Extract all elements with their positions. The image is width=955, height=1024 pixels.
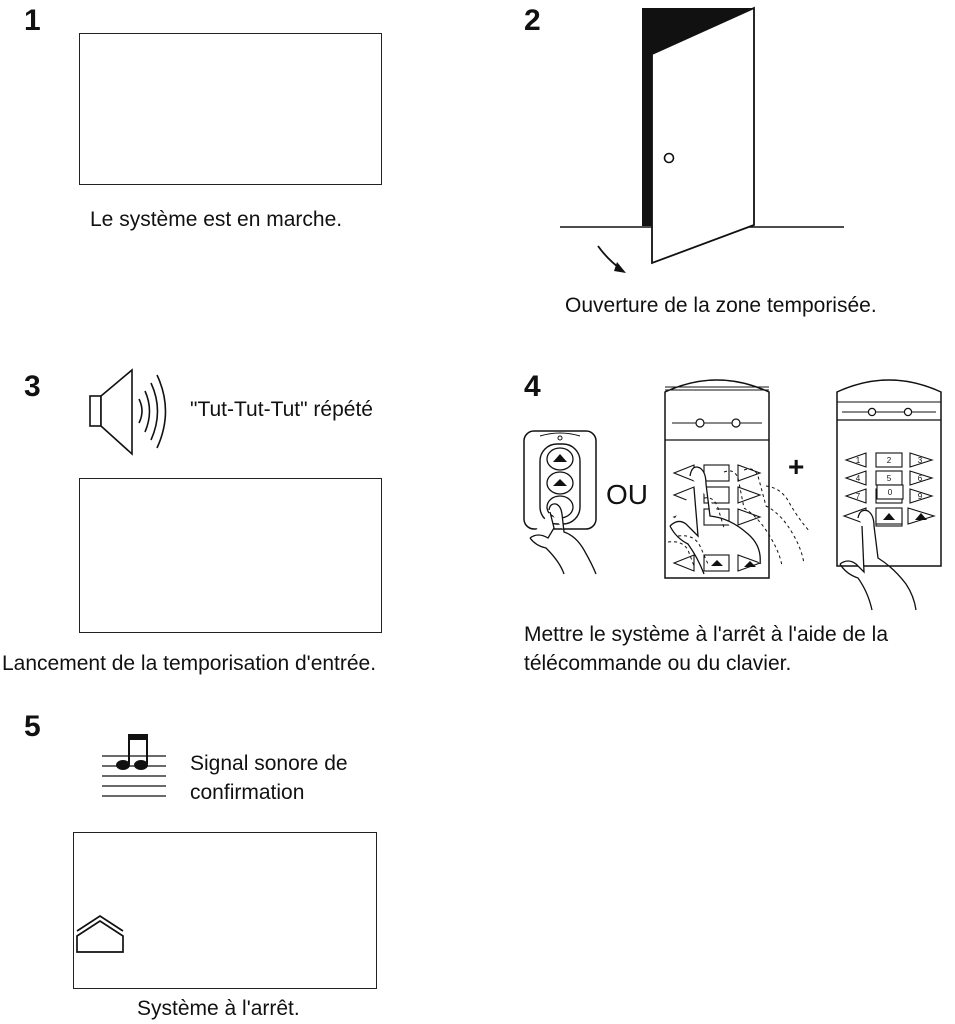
key-0: 0 xyxy=(888,488,893,497)
key-2: 2 xyxy=(887,456,892,465)
display-panel-5 xyxy=(73,832,377,989)
door-open-icon xyxy=(560,6,844,273)
step-5-caption: Système à l'arrêt. xyxy=(137,997,300,1020)
remote-control-icon xyxy=(523,430,597,575)
step-4-caption-line2: télécommande ou du clavier. xyxy=(524,652,792,675)
step-2-caption: Ouverture de la zone temporisée. xyxy=(565,294,877,317)
music-note-icon xyxy=(102,734,166,797)
step-3-number: 3 xyxy=(24,370,41,403)
step-4-caption-line1: Mettre le système à l'arrêt à l'aide de … xyxy=(524,623,889,646)
sound-label-line2: confirmation xyxy=(190,781,305,804)
key-3: 3 xyxy=(918,456,923,465)
key-4: 4 xyxy=(856,474,861,483)
keypad-icon-hand xyxy=(664,379,811,579)
key-0-icon: 0 xyxy=(876,484,904,500)
plus-label: + xyxy=(788,451,805,482)
step-3-caption: Lancement de la temporisation d'entrée. xyxy=(2,652,377,675)
step-4-number: 4 xyxy=(524,370,541,403)
display-panel-3 xyxy=(79,478,382,633)
key-1: 1 xyxy=(856,456,861,465)
step-1-number: 1 xyxy=(24,4,41,37)
home-icon xyxy=(76,914,124,953)
sound-label-line1: Signal sonore de xyxy=(190,752,348,775)
step-5-number: 5 xyxy=(24,710,41,743)
step-2-number: 2 xyxy=(524,4,541,37)
speaker-icon xyxy=(89,368,167,456)
key-7: 7 xyxy=(856,492,861,501)
key-9: 9 xyxy=(918,492,923,501)
display-panel-1 xyxy=(79,33,382,185)
key-6: 6 xyxy=(918,474,923,483)
sound-label-tut: "Tut-Tut-Tut" répété xyxy=(190,398,373,421)
step-1-caption: Le système est en marche. xyxy=(90,208,343,231)
or-label: OU xyxy=(606,479,648,510)
key-5: 5 xyxy=(887,474,892,483)
